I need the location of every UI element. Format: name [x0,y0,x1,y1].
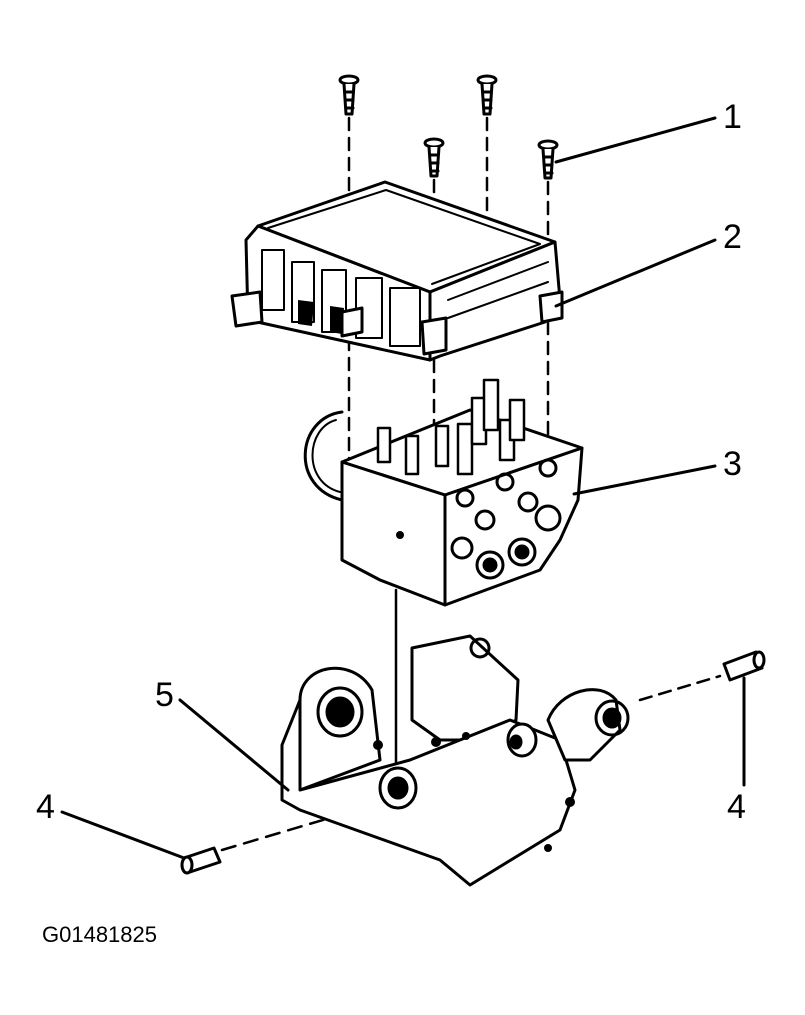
screw-2 [476,74,498,116]
callout-4-left: 4 [36,788,55,826]
control-module [230,180,564,362]
hydraulic-modulator [303,378,584,607]
leader-lines [60,116,746,860]
screw-1 [338,74,360,116]
bracket [280,634,630,887]
figure-id: G01481825 [42,922,157,947]
callout-4-right: 4 [727,788,746,826]
callout-5: 5 [155,676,174,714]
callout-1: 1 [723,98,742,136]
callout-2: 2 [723,218,742,256]
bolt-left [180,846,222,875]
bolt-right [722,650,766,682]
callout-3: 3 [723,445,742,483]
screw-4 [537,139,559,180]
screw-3 [423,137,445,178]
